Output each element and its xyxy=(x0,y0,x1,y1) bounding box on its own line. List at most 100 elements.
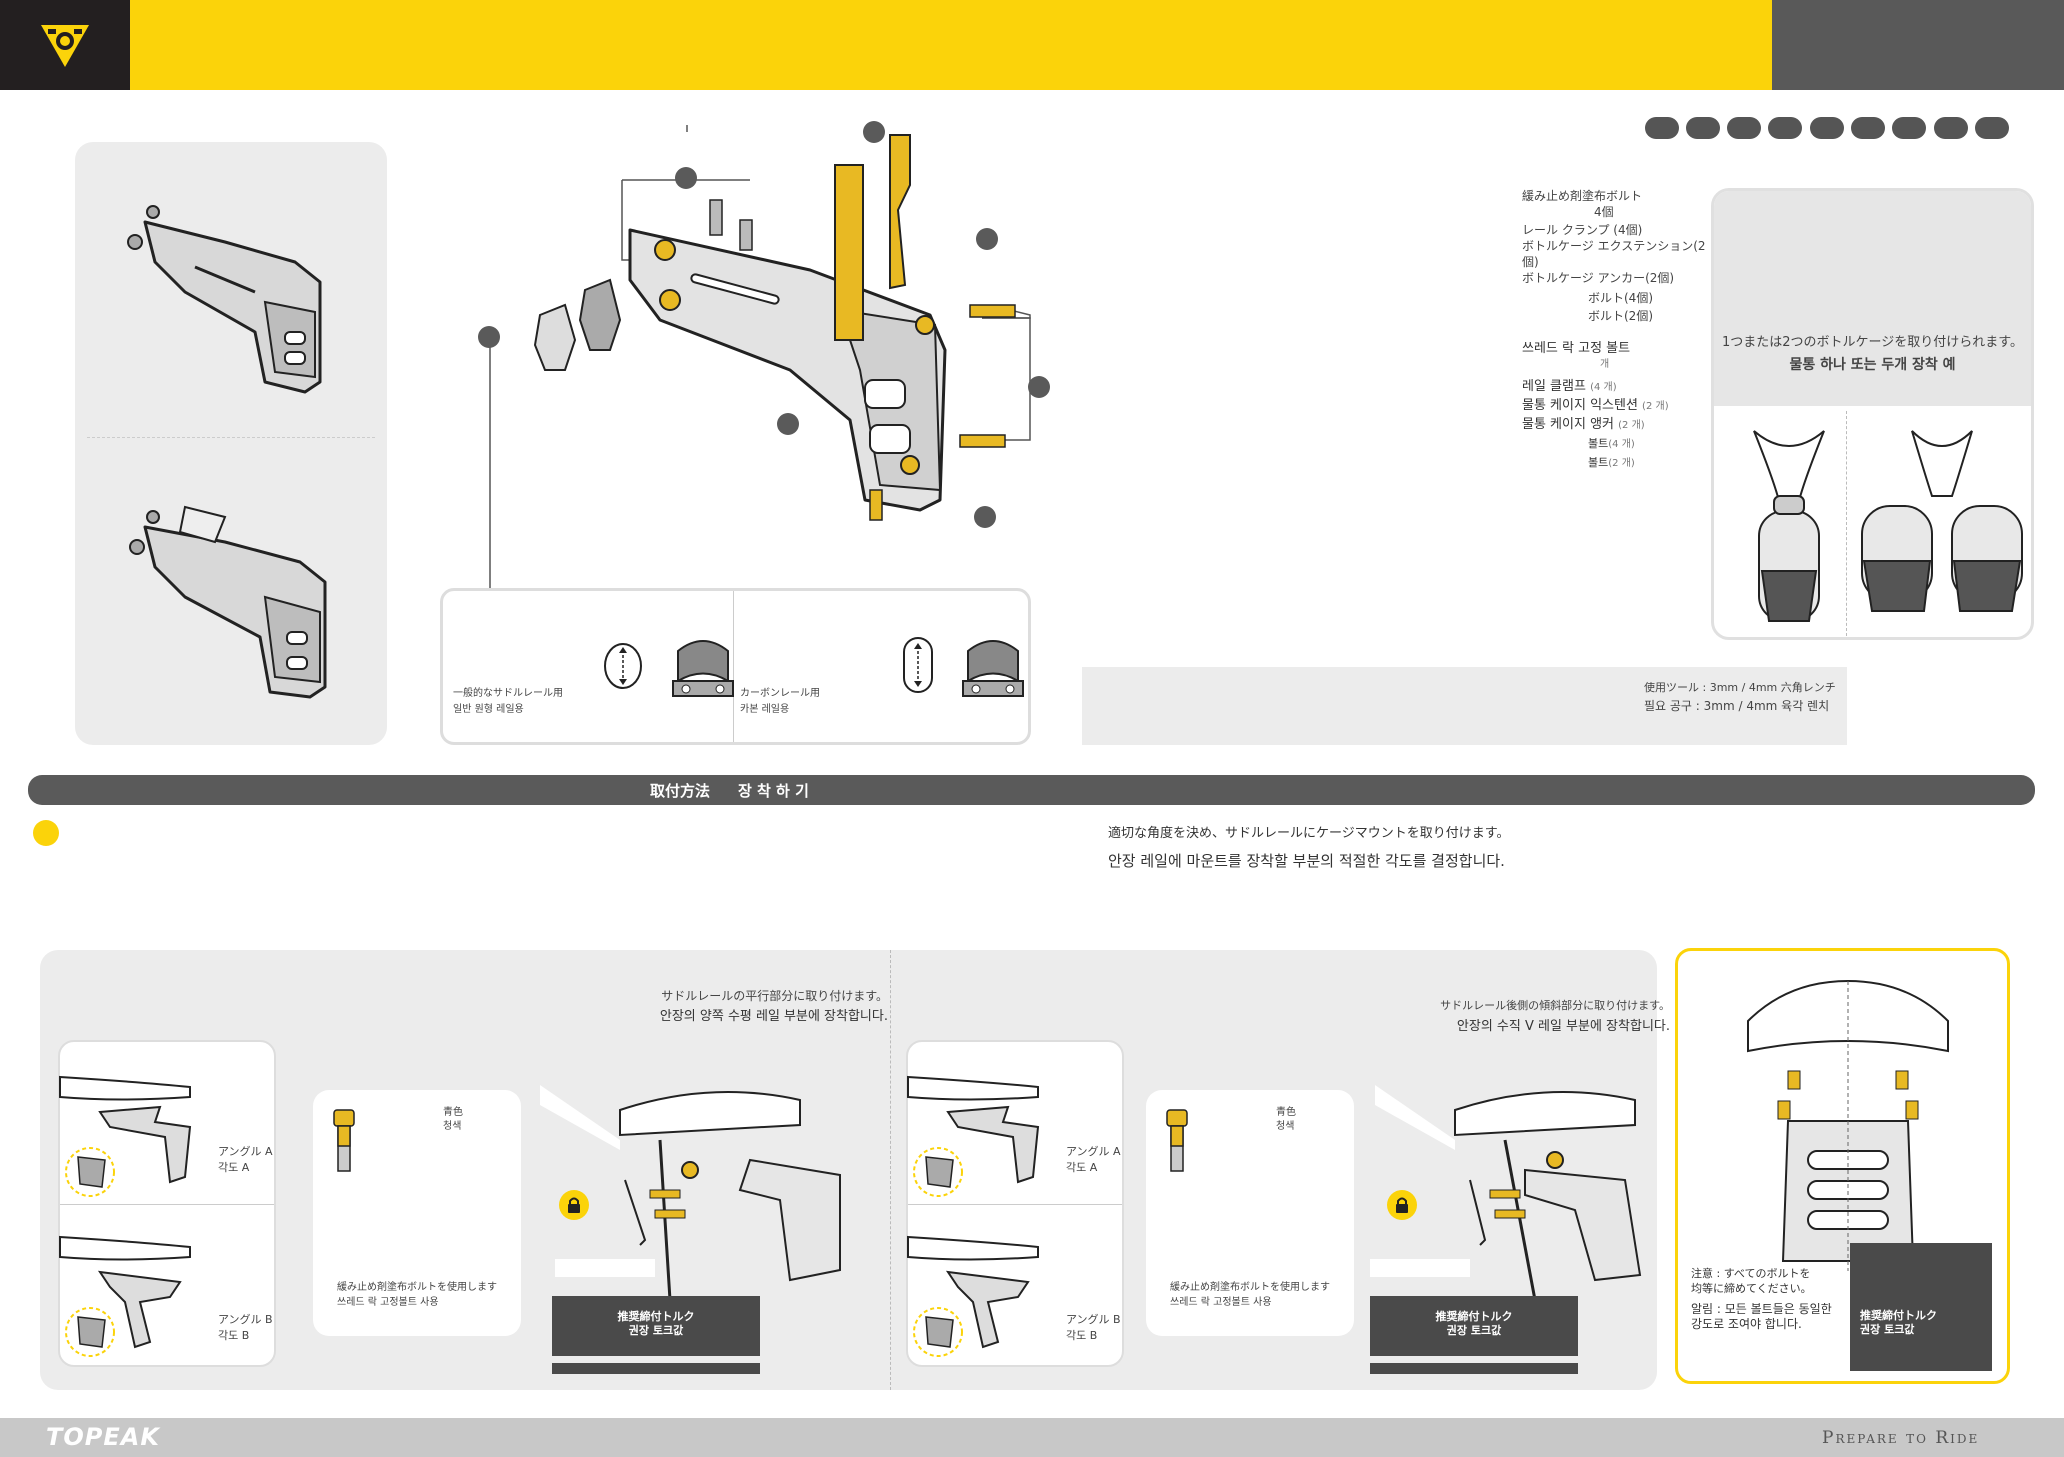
parts-list-jp: 緩み止め剤塗布ボルト 4個 レール クランプ (4個) ボトルケージ エクステン… xyxy=(1522,188,1712,324)
section-title-kr: 장 착 하 기 xyxy=(738,782,809,800)
angle-b-label-b: アングル B 각도 B xyxy=(1066,1312,1121,1344)
threadlock-note-kr: 쓰레드 락 고정볼트 사용 xyxy=(1170,1297,1272,1308)
example-caption-kr: 물통 하나 또는 두개 장착 예 xyxy=(1789,357,1956,373)
tools-box: 使用ツール : 3mm / 4mm 六角レンチ 필요 공구 : 3mm / 4m… xyxy=(1082,667,1847,745)
step-marker xyxy=(33,820,59,846)
example-header: 1つまたは2つのボトルケージを取り付けられます。 물통 하나 또는 두개 장착 … xyxy=(1714,191,2031,406)
angle-a-kr: 각도 A xyxy=(218,1161,250,1174)
standard-clamp-icon xyxy=(672,640,734,697)
callout-clamp-left xyxy=(478,326,500,348)
threadlock-note-jp: 緩み止め剤塗布ボルトを使用します xyxy=(337,1282,497,1293)
part-threadlock-kr: 쓰레드 락 고정 볼트 xyxy=(1522,341,1631,356)
angle-b-illustration-b xyxy=(907,1235,1039,1357)
header-bar xyxy=(130,0,1772,90)
torque-kr: 권장 토크값 xyxy=(628,1324,684,1337)
dot xyxy=(1727,117,1761,139)
part-bolt2-jp: ボルト(2個) xyxy=(1588,309,1653,323)
brand-logo xyxy=(0,0,130,90)
part-bolt4-qty-kr: (4 개) xyxy=(1608,439,1635,450)
part-extension-jp: ボトルケージ エクステンション(2個) xyxy=(1522,239,1706,269)
torque-value-blank xyxy=(1370,1259,1470,1277)
single-bottle-illustration xyxy=(1753,430,1825,622)
install-a-jp: サドルレールの平行部分に取り付けます。 xyxy=(661,989,888,1003)
carbon-rail-jp: カーボンレール用 xyxy=(740,688,820,699)
torque-box-b: 推奨締付トルク 권장 토크값 xyxy=(1370,1296,1578,1356)
angle-a-jp: アングル A xyxy=(1066,1145,1121,1158)
bolt-card-b: 青色 청색 緩み止め剤塗布ボルトを使用します 쓰레드 락 고정볼트 사용 xyxy=(1146,1090,1354,1336)
blue-bolt-icon-b xyxy=(1166,1109,1188,1172)
bolt-color-label-b: 青色 청색 xyxy=(1276,1106,1296,1134)
dot xyxy=(1851,117,1885,139)
angle-a-label-b: アングル A 각도 A xyxy=(1066,1144,1121,1176)
callout-cage-mount xyxy=(777,413,799,435)
torque-jp: 推奨締付トルク xyxy=(617,1310,695,1323)
caution-jp-1: 注意 : すべてのボルトを xyxy=(1691,1267,1811,1280)
angle-b-jp: アングル B xyxy=(218,1313,273,1326)
divider xyxy=(908,1204,1122,1205)
part-bolt2-kr: 볼트 xyxy=(1588,456,1609,469)
part-rail-clamp-kr: 레일 클램프 xyxy=(1522,379,1586,394)
part-anchor-qty-kr: (2 개) xyxy=(1618,420,1645,431)
angle-a-illustration xyxy=(59,1075,192,1197)
torque-bar-a xyxy=(552,1363,760,1374)
threadlock-note-kr: 쓰레드 락 고정볼트 사용 xyxy=(337,1297,439,1308)
footer-logo: TOPEAK xyxy=(46,1423,160,1451)
divider xyxy=(890,950,891,1390)
part-bolt4-kr: 볼트 xyxy=(1588,437,1609,450)
part-bolt4-jp: ボルト(4個) xyxy=(1588,291,1653,305)
standard-rail-jp: 一般的なサドルレール用 xyxy=(453,688,563,699)
part-threadlock-qty-kr: 개 xyxy=(1600,359,1610,370)
torque-box-c: 推奨締付トルク 권장 토크값 xyxy=(1850,1243,1992,1371)
divider xyxy=(733,591,734,742)
install-b-jp: サドルレール後側の傾斜部分に取り付けます。 xyxy=(1440,999,1670,1012)
threadlock-note-jp: 緩み止め剤塗布ボルトを使用します xyxy=(1170,1282,1330,1293)
double-bottle-illustration xyxy=(1861,430,2023,612)
part-extension-qty-kr: (2 개) xyxy=(1642,401,1669,412)
bolt-color-jp: 青色 xyxy=(443,1107,463,1118)
bolt-card-a: 青色 청색 緩み止め剤塗布ボルトを使用します 쓰레드 락 고정볼트 사용 xyxy=(313,1090,521,1336)
torque-bar-b xyxy=(1370,1363,1578,1374)
torque-jp: 推奨締付トルク xyxy=(1860,1309,1937,1322)
threadlock-note-b: 緩み止め剤塗布ボルトを使用します 쓰레드 락 고정볼트 사용 xyxy=(1170,1280,1330,1310)
angle-a-jp: アングル A xyxy=(218,1145,273,1158)
caution-kr-2: 강도로 조여야 합니다. xyxy=(1691,1317,1802,1331)
part-anchor-jp: ボトルケージ アンカー(2個) xyxy=(1522,271,1675,285)
exploded-parts-diagram xyxy=(489,125,1031,600)
angle-b-illustration xyxy=(59,1235,191,1357)
angle-b-kr: 각도 B xyxy=(218,1329,250,1342)
torque-value-blank xyxy=(555,1259,655,1277)
divider xyxy=(1846,411,1847,636)
torque-jp: 推奨締付トルク xyxy=(1435,1310,1513,1323)
footer-tagline: Prepare to Ride xyxy=(1822,1428,1980,1448)
carbon-rail-icon xyxy=(903,637,933,693)
lock-icon xyxy=(559,1190,589,1220)
cage-mount-illustration-top xyxy=(127,205,322,394)
part-anchor-kr: 물통 케이지 앵커 xyxy=(1522,417,1614,432)
angle-card-b: アングル A 각도 A アングル B 각도 B xyxy=(906,1040,1124,1367)
rail-type-box: 一般的なサドルレール用 일반 원형 레일용 カーボンレール用 카본 레일용 xyxy=(440,588,1031,745)
dot xyxy=(1810,117,1844,139)
section-title-jp: 取付方法 xyxy=(650,782,711,800)
rear-view-illustration xyxy=(1747,979,1949,1271)
angle-a-label: アングル A 각도 A xyxy=(218,1144,273,1176)
part-bolt2-qty-kr: (2 개) xyxy=(1608,458,1635,469)
blue-bolt-icon xyxy=(333,1109,355,1172)
angle-a-kr: 각도 A xyxy=(1066,1161,1098,1174)
install-b-illustration xyxy=(1375,1085,1642,1301)
tools-jp: 使用ツール : 3mm / 4mm 六角レンチ xyxy=(1644,681,1836,694)
caution-box: 注意 : すべてのボルトを 均等に締めてください。 알림 : 모든 볼트들은 동… xyxy=(1675,948,2010,1384)
cage-mount-illustration-bottom xyxy=(129,505,327,699)
dot xyxy=(1686,117,1720,139)
part-threadlock-jp: 緩み止め剤塗布ボルト xyxy=(1522,189,1643,203)
callout-extension xyxy=(863,121,885,143)
dot xyxy=(1892,117,1926,139)
parts-list-kr: 쓰레드 락 고정 볼트 개 레일 클램프 (4 개) 물통 케이지 익스텐션 (… xyxy=(1522,340,1712,473)
angle-b-label: アングル B 각도 B xyxy=(218,1312,273,1344)
bolt-color-kr: 청색 xyxy=(1276,1121,1295,1132)
angle-card-a: アングル A 각도 A アングル B 각도 B xyxy=(58,1040,276,1367)
tools-kr: 필요 공구 : 3mm / 4mm 육각 렌치 xyxy=(1644,699,1830,713)
carbon-rail-kr: 카본 레일용 xyxy=(740,704,790,715)
angle-a-illustration-b xyxy=(907,1075,1040,1197)
product-views-panel xyxy=(75,142,387,745)
callout-bolt2 xyxy=(974,506,996,528)
